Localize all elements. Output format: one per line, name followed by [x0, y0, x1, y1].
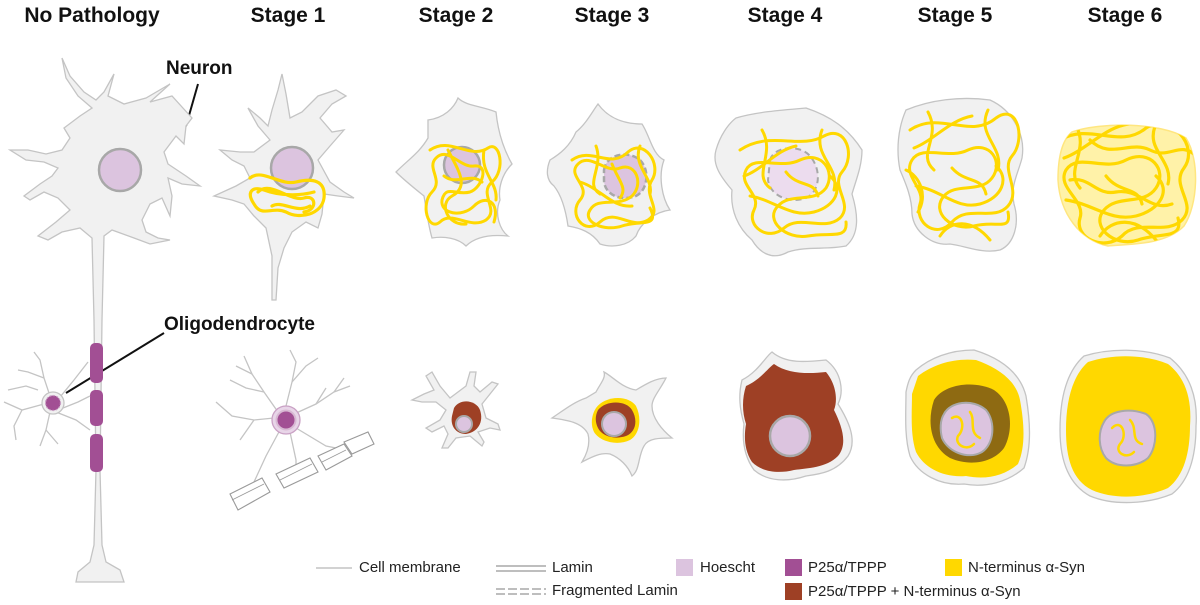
neuron-stage-4: [714, 107, 863, 257]
legend-fragmented-lamin-swatch: [496, 588, 546, 595]
title-stage-4: Stage 4: [747, 4, 823, 27]
title-stage-5: Stage 5: [917, 4, 993, 27]
legend-lamin-swatch: [496, 565, 546, 572]
neuron-stage-3: [546, 102, 672, 247]
legend-p25-swatch: [785, 559, 802, 576]
oligo-nucleus-healthy: [44, 394, 62, 412]
oligodendrocyte-stage-5: [905, 349, 1031, 486]
oligodendrocyte-stage-2: [410, 371, 501, 449]
stage2-syn-tangle: [424, 143, 502, 226]
oligodendrocyte-callout-line: [65, 332, 165, 394]
legend-fragmented-lamin-label: Fragmented Lamin: [552, 582, 678, 599]
stage6-syn-tangle: [1058, 125, 1196, 245]
legend-p25-nterm-label: P25α/TPPP + N-terminus α-Syn: [808, 583, 1021, 600]
oligodendrocyte-stage-1: [215, 349, 375, 511]
neuron-stage-5: [897, 97, 1024, 252]
neuron-nucleus: [97, 147, 143, 193]
neuron-no-pathology: [7, 57, 203, 583]
legend-nterm-label: N-terminus α-Syn: [968, 559, 1086, 576]
neuron-callout: Neuron: [166, 58, 233, 79]
oligodendrocyte-stage-6: [1059, 349, 1197, 504]
title-stage-2: Stage 2: [418, 4, 494, 27]
legend-p25-label: P25α/TPPP: [808, 559, 887, 576]
myelin-segments: [90, 343, 103, 472]
oligodendrocyte-no-pathology: [3, 351, 91, 447]
stage4-syn-tangle: [738, 128, 850, 238]
legend-p25-nterm-swatch: [785, 583, 802, 600]
oligodendrocyte-stage-3: [550, 370, 674, 478]
neuron-stage-6: [1057, 124, 1197, 247]
title-stage-3: Stage 3: [574, 4, 650, 27]
neuron-stage-2: [395, 96, 513, 247]
title-stage-6: Stage 6: [1087, 4, 1163, 27]
legend-hoescht-swatch: [676, 559, 693, 576]
stage5-syn-tangle: [904, 108, 1021, 242]
title-stage-1: Stage 1: [250, 4, 326, 27]
oligodendrocyte-stage-4: [739, 351, 853, 481]
stage3-syn-tangle: [570, 144, 657, 230]
stage1-syn-aggregate: [248, 173, 326, 218]
title-no-pathology: No Pathology: [24, 4, 160, 27]
legend-cell-membrane-label: Cell membrane: [359, 559, 461, 576]
legend-hoescht-label: Hoescht: [700, 559, 756, 576]
legend: [316, 559, 962, 600]
neuron-stage-1: [211, 73, 355, 301]
oligodendrocyte-callout: Oligodendrocyte: [164, 314, 315, 335]
legend-nterm-swatch: [945, 559, 962, 576]
legend-lamin-label: Lamin: [552, 559, 593, 576]
